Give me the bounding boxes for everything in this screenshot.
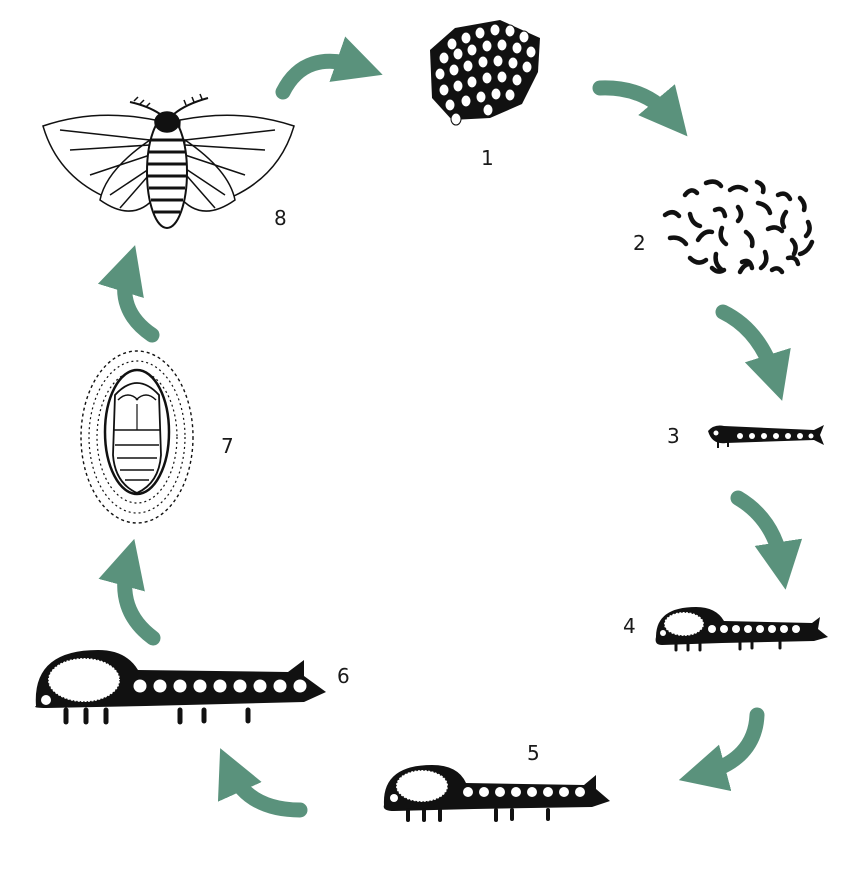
hatchlings-icon xyxy=(662,179,815,275)
small-larva-icon xyxy=(708,425,824,448)
large-larva-icon xyxy=(35,650,326,725)
stage-label-7: 7 xyxy=(221,434,234,458)
stage-label-5: 5 xyxy=(527,741,540,765)
cycle-arrow-6 xyxy=(217,748,308,818)
larva-icon-5 xyxy=(383,765,610,822)
cycle-arrow-7 xyxy=(98,538,161,646)
cycle-arrow-1 xyxy=(275,36,383,100)
stage-label-6: 6 xyxy=(337,664,350,688)
stage-label-2: 2 xyxy=(633,231,646,255)
cycle-arrow-8 xyxy=(97,245,160,343)
stage-label-4: 4 xyxy=(623,614,636,638)
stage-label-3: 3 xyxy=(667,424,680,448)
cycle-arrow-2 xyxy=(592,80,688,137)
larva-icon-4 xyxy=(655,607,828,652)
cycle-arrow-3 xyxy=(715,304,791,401)
cycle-arrow-4 xyxy=(730,490,803,590)
stage-label-8: 8 xyxy=(274,206,287,230)
cocoon-pupa-icon xyxy=(80,350,194,524)
cycle-arrow-5 xyxy=(678,707,765,792)
egg-cluster-icon xyxy=(430,20,540,126)
moth-icon xyxy=(42,93,295,229)
stage-label-1: 1 xyxy=(481,146,494,170)
